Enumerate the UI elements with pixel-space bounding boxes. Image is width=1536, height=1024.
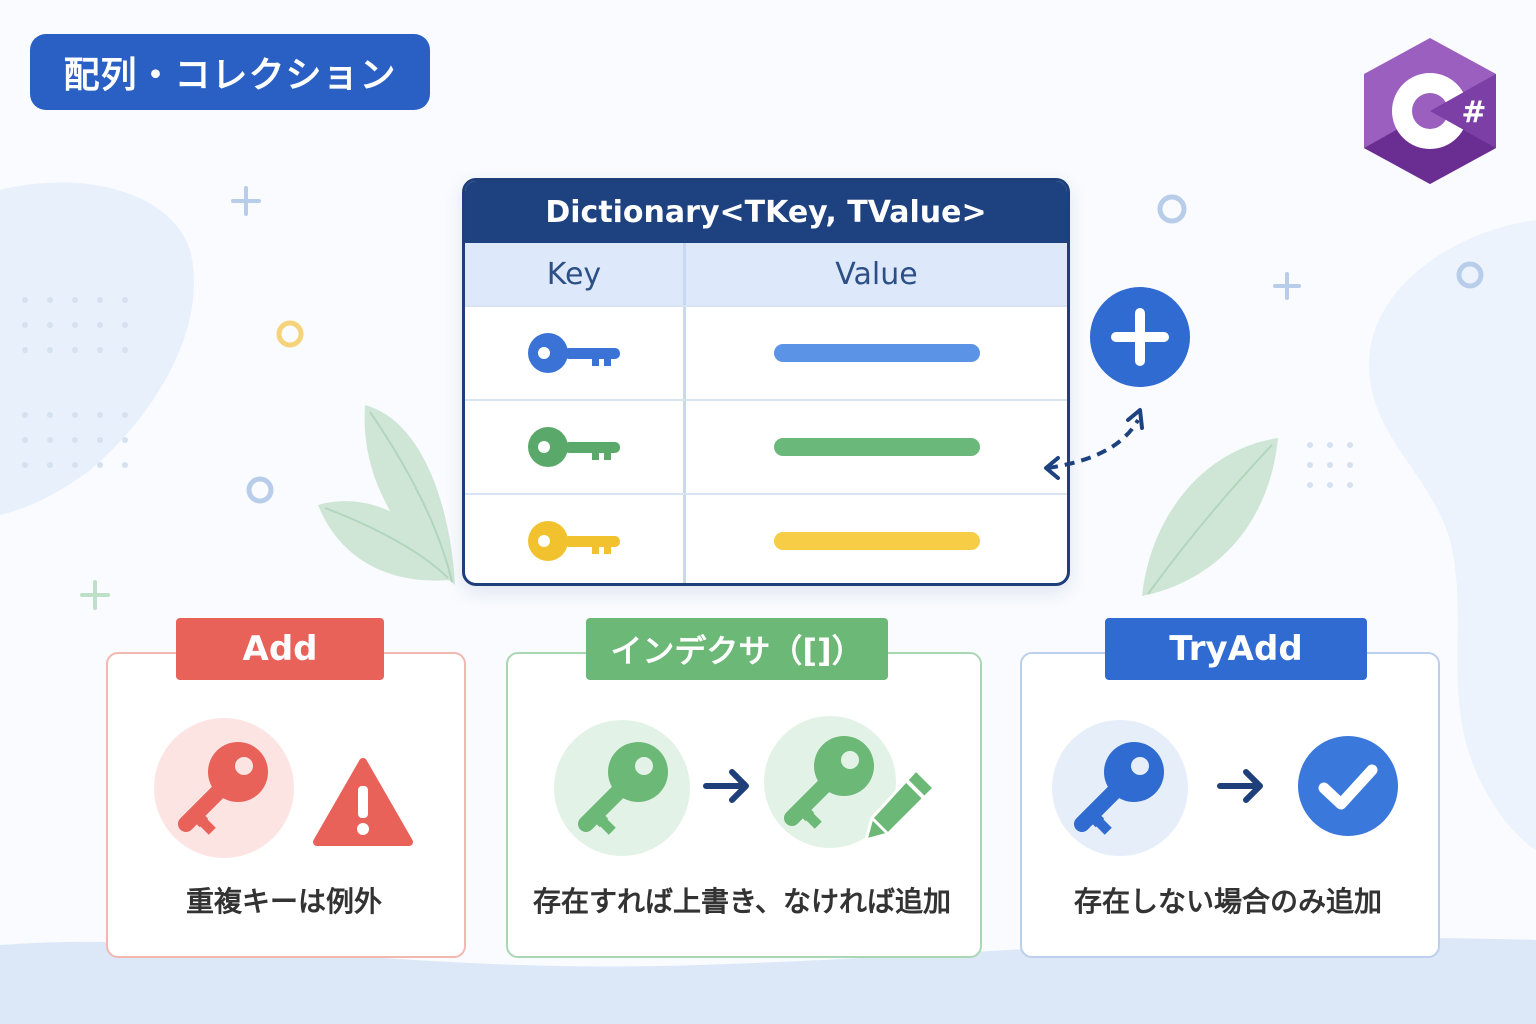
key-icon (528, 333, 620, 373)
check-icon (1298, 736, 1398, 836)
dictionary-title: Dictionary<TKey, TValue> (465, 181, 1067, 243)
warning-icon (313, 758, 413, 846)
key-icon (528, 427, 620, 467)
pencil-icon (864, 768, 936, 842)
dashed-arrow-icon (1044, 408, 1144, 480)
value-bar (773, 344, 980, 362)
value-bar (773, 532, 980, 550)
key-icon (528, 521, 620, 561)
arrow-right-icon (703, 769, 749, 803)
table-row (465, 305, 1067, 399)
table-row (465, 493, 1067, 583)
column-value: Value (835, 256, 918, 292)
csharp-logo-icon: # (1364, 38, 1496, 184)
category-tag: 配列・コレクション (30, 34, 430, 110)
key-icon (178, 742, 268, 835)
caption-add: 重複キーは例外 (185, 885, 382, 918)
label-add: Add (176, 618, 384, 680)
value-bar (773, 438, 980, 456)
table-header: Key Value (465, 243, 1067, 305)
arrow-right-icon (1217, 769, 1263, 803)
key-icon (578, 742, 668, 835)
key-icon (1074, 742, 1164, 835)
dictionary-table: Dictionary<TKey, TValue> Key Value (462, 178, 1070, 586)
column-key: Key (465, 243, 686, 305)
label-tryadd: TryAdd (1105, 618, 1367, 680)
plus-icon (1090, 287, 1190, 387)
caption-indexer: 存在すれば上書き、なければ追加 (532, 885, 952, 918)
key-icon (784, 736, 874, 829)
table-row (465, 399, 1067, 493)
caption-tryadd: 存在しない場合のみ追加 (1073, 885, 1382, 918)
svg-text:#: # (1461, 95, 1486, 130)
label-indexer: インデクサ（[]） (586, 618, 888, 680)
